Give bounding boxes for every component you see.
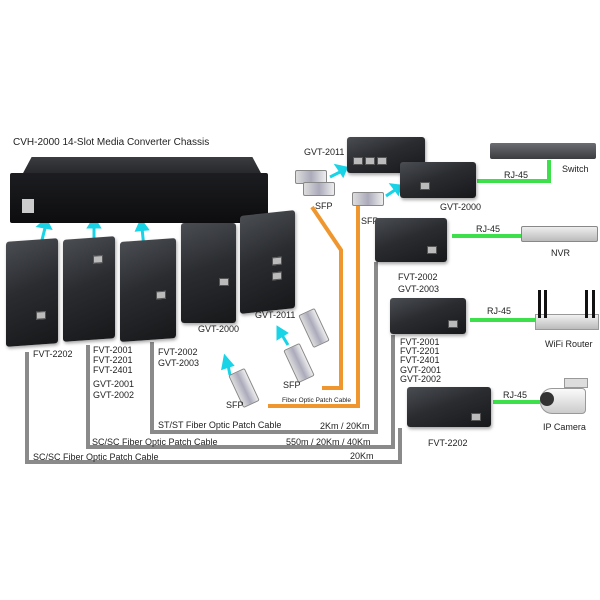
label-rj45: RJ-45 [504,170,529,180]
label-fvt-2401: FVT-2401 [93,365,133,375]
arrow-icon [388,183,402,197]
label-gvt-2003: GVT-2003 [398,284,440,294]
port [365,157,375,165]
label-gvt-2011: GVT-2011 [255,310,296,320]
label-sfp: SFP [315,201,333,211]
arrow-icon [134,218,150,232]
port [93,255,103,264]
label-fvt-2202: FVT-2202 [428,438,468,448]
camera-lens [540,392,554,406]
module-fvt-2001 [63,236,115,342]
label-gvt-2000: GVT-2000 [440,202,482,212]
arrow-icon [276,325,289,341]
label-gvt-2000: GVT-2000 [198,324,240,334]
label-nvr: NVR [551,248,571,258]
label-sc-sc-distance: 550m / 20Km / 40Km [286,437,371,447]
module-fvt-2202 [6,238,58,347]
port [156,290,166,300]
port [272,271,282,281]
label-gvt-2002: GVT-2002 [93,390,135,400]
label-sfp: SFP [226,400,244,410]
label-fvt-2001: FVT-2001 [93,345,133,355]
wifi-router [535,290,599,332]
arrow-icon [333,163,349,179]
label-st-st-distance: 2Km / 20Km [320,421,370,431]
label-switch: Switch [562,164,589,174]
antenna [538,290,541,318]
label-rj45: RJ-45 [503,390,528,400]
camera-mount [564,378,588,388]
label-rj45: RJ-45 [476,224,501,234]
port [427,246,437,254]
label-fvt-2201: FVT-2201 [400,346,440,356]
device-fvt-2202 [407,387,491,427]
port [219,278,229,286]
label-fvt-2401: FVT-2401 [400,355,440,365]
device-fvt-2002 [375,218,447,262]
label-ip-camera: IP Camera [543,422,586,432]
label-fvt-2202: FVT-2202 [33,349,73,359]
port [36,311,46,320]
label-fvt-2002: FVT-2002 [158,347,198,357]
arrow-icon [385,188,396,198]
label-st-st-cable: ST/ST Fiber Optic Patch Cable [158,420,282,430]
antenna [544,290,547,318]
device-gvt-2000 [400,162,476,198]
label-gvt-2001: GVT-2001 [93,379,135,389]
port [448,320,458,328]
port [471,413,481,421]
port [272,256,282,266]
orange-patch-cable-2 [310,205,343,390]
router-body [535,314,599,330]
chassis-front [10,173,268,223]
module-gvt-2011 [240,210,295,314]
sc-sc-cable-20km [25,352,402,464]
chassis-title: CVH-2000 14-Slot Media Converter Chassis [13,137,210,148]
antenna [592,290,595,318]
device-fvt-2001 [390,298,466,334]
port [377,157,387,165]
label-gvt-2011: GVT-2011 [304,147,345,157]
label-sc-sc-cable: SC/SC Fiber Optic Patch Cable [92,437,218,447]
label-sc-sc-cable: SC/SC Fiber Optic Patch Cable [33,452,159,462]
rj45-cable-switch [477,160,551,183]
arrow-icon [86,216,102,229]
label-gvt-2002: GVT-2002 [400,374,442,384]
arrow-icon [280,334,290,346]
network-switch [490,143,596,159]
label-fvt-2001: FVT-2001 [400,337,440,347]
chassis [10,153,268,225]
sfp-module [303,182,335,196]
arrow-icon [35,217,53,231]
sc-sc-cable-550m [86,335,395,449]
label-sfp: SFP [283,380,301,390]
st-st-cable [150,262,378,434]
module-gvt-2000 [181,223,236,323]
label-rj45: RJ-45 [487,306,512,316]
label-gvt-2001: GVT-2001 [400,365,442,375]
antenna [585,290,588,318]
sfp-module [352,192,384,206]
label-wifi-router: WiFi Router [545,339,593,349]
orange-patch-cable-1 [268,206,360,408]
nvr [521,226,598,242]
arrow-icon [221,353,235,371]
label-sc-sc-distance: 20Km [350,451,374,461]
port [353,157,363,165]
label-sfp: SFP [361,216,379,226]
module-fvt-2002 [120,238,176,342]
port [420,182,430,190]
label-fvt-2201: FVT-2201 [93,355,133,365]
levelone-logo [22,199,34,213]
ip-camera [538,378,588,420]
label-fvt-2002: FVT-2002 [398,272,438,282]
label-fiber-patch-cable: Fiber Optic Patch Cable [282,397,352,404]
label-gvt-2003: GVT-2003 [158,358,200,368]
chassis-top [22,157,262,175]
arrow-icon [329,170,341,179]
